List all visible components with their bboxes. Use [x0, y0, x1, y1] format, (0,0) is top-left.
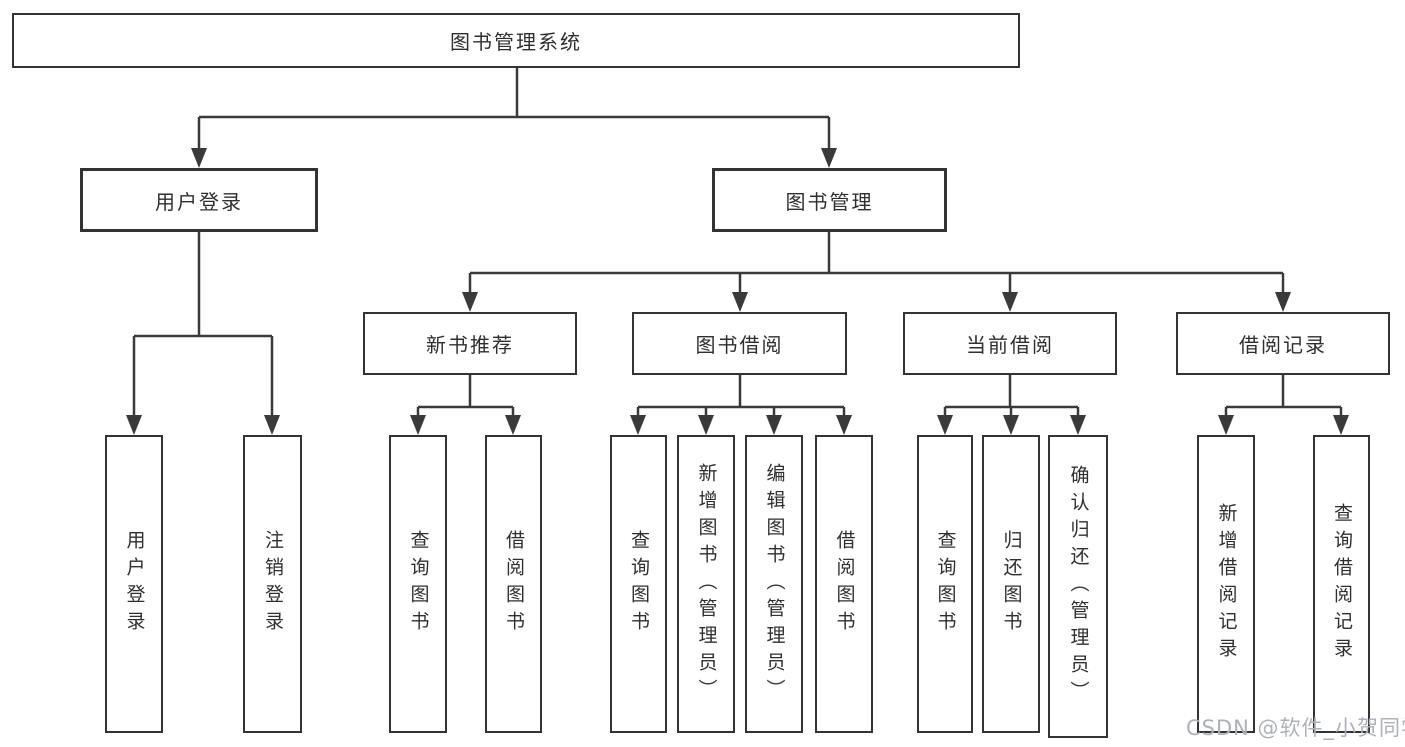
leaf-query-books-recommend-label: 查询图书: [407, 530, 430, 638]
leaf-query-borrow-record: 查询借阅记录: [1313, 435, 1370, 733]
leaf-edit-book-admin-label: 编辑图书（管理员）: [763, 462, 786, 706]
leaf-return-books: 归还图书: [982, 435, 1040, 733]
node-library-management-system-label: 图书管理系统: [450, 30, 582, 54]
leaf-query-books-current-label: 查询图书: [934, 530, 957, 638]
leaf-logout-label: 注销登录: [262, 530, 284, 638]
leaf-borrow-books-recommend-label: 借阅图书: [503, 530, 525, 638]
node-current-borrowing: 当前借阅: [903, 312, 1117, 375]
leaf-query-borrow-record-label: 查询借阅记录: [1331, 503, 1353, 665]
node-user-login: 用户登录: [80, 168, 318, 232]
node-new-book-recommendation: 新书推荐: [363, 312, 577, 375]
leaf-logout: 注销登录: [243, 435, 302, 733]
leaf-borrow-books-recommend: 借阅图书: [485, 435, 542, 733]
node-borrowing-records: 借阅记录: [1176, 312, 1390, 375]
node-user-login-label: 用户登录: [155, 189, 243, 214]
leaf-user-login: 用户登录: [105, 435, 163, 733]
leaf-query-books-borrow: 查询图书: [610, 435, 667, 733]
leaf-return-books-label: 归还图书: [1000, 530, 1023, 638]
leaf-user-login-label: 用户登录: [123, 530, 146, 638]
leaf-confirm-return-admin-label: 确认归还（管理员）: [1067, 465, 1090, 708]
node-borrowing-records-label: 借阅记录: [1239, 333, 1327, 357]
node-book-borrowing-label: 图书借阅: [695, 333, 784, 357]
node-library-management-system: 图书管理系统: [12, 13, 1020, 68]
watermark: CSDN @软件_小贺同学: [1186, 716, 1405, 740]
leaf-query-books-borrow-label: 查询图书: [628, 530, 650, 638]
leaf-add-borrow-record-label: 新增借阅记录: [1215, 503, 1238, 665]
leaf-query-books-recommend: 查询图书: [389, 435, 447, 733]
leaf-borrow-books: 借阅图书: [815, 435, 873, 733]
leaf-query-books-current: 查询图书: [917, 435, 973, 733]
leaf-add-book-admin-label: 新增图书（管理员）: [695, 462, 718, 706]
leaf-add-borrow-record: 新增借阅记录: [1197, 435, 1255, 733]
node-book-borrowing: 图书借阅: [632, 312, 847, 375]
node-new-book-recommendation-label: 新书推荐: [426, 333, 514, 357]
node-book-management: 图书管理: [712, 168, 947, 232]
leaf-borrow-books-label: 借阅图书: [833, 530, 856, 638]
node-current-borrowing-label: 当前借阅: [966, 333, 1054, 357]
leaf-edit-book-admin: 编辑图书（管理员）: [745, 435, 803, 733]
leaf-add-book-admin: 新增图书（管理员）: [677, 435, 735, 733]
node-book-management-label: 图书管理: [785, 189, 874, 214]
leaf-confirm-return-admin: 确认归还（管理员）: [1048, 435, 1108, 738]
